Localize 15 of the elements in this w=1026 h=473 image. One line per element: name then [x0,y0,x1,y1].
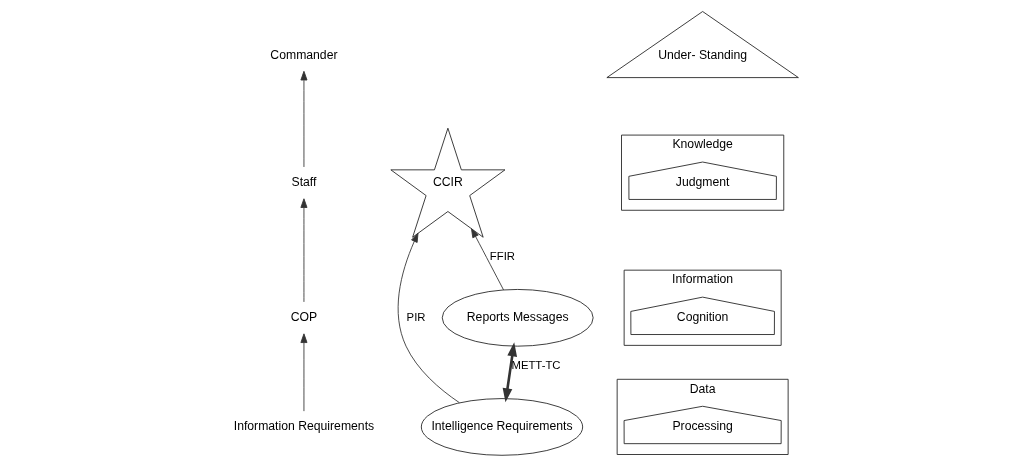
node-ellipse: Intelligence Requirements [420,398,583,456]
arrow [299,70,307,168]
node-text: Information Requirements [233,419,374,434]
edge-label: METT-TC [510,359,561,372]
edge-label: PIR [406,310,425,323]
arrow [502,342,517,403]
node-text: Staff [291,174,316,189]
arrow [299,198,307,303]
node-text: COP [290,310,317,325]
arrow [470,228,504,291]
edge-label: FFIR [489,250,515,263]
arrow [299,333,307,412]
node-text: Commander [269,47,338,62]
node-ellipse: Reports Messages [441,289,594,347]
arrow [397,232,460,404]
